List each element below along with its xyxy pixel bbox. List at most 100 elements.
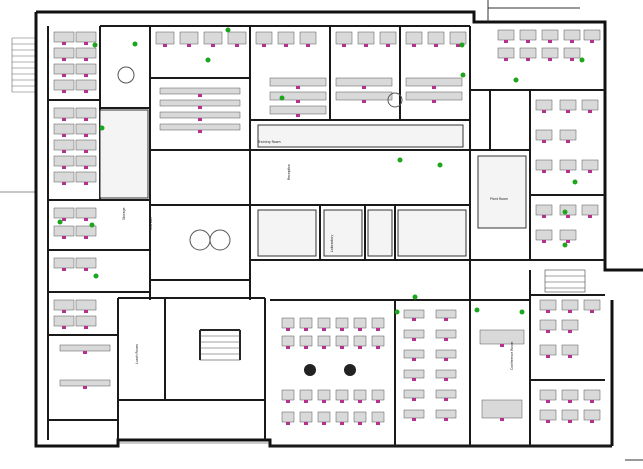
- chair-icon: [262, 44, 266, 47]
- round-table-icon: [344, 364, 356, 376]
- chair-icon: [412, 358, 416, 361]
- plant-icon: [89, 222, 95, 228]
- chair-icon: [444, 418, 448, 421]
- chair-icon: [62, 236, 66, 239]
- chair-icon: [306, 44, 310, 47]
- room-label: Conference Room: [510, 342, 514, 370]
- chair-icon: [84, 166, 88, 169]
- chair-icon: [542, 140, 546, 143]
- chair-icon: [84, 118, 88, 121]
- round-table-icon: [387, 92, 403, 108]
- chair-icon: [432, 100, 436, 103]
- chair-icon: [84, 134, 88, 137]
- chair-icon: [296, 86, 300, 89]
- plant-icon: [397, 157, 403, 163]
- chair-icon: [304, 346, 308, 349]
- round-table-icon: [304, 364, 316, 376]
- plant-icon: [562, 209, 568, 215]
- chair-icon: [376, 346, 380, 349]
- chair-icon: [304, 328, 308, 331]
- chair-icon: [322, 400, 326, 403]
- chair-icon: [444, 318, 448, 321]
- chair-icon: [568, 400, 572, 403]
- chair-icon: [62, 150, 66, 153]
- chair-icon: [304, 400, 308, 403]
- chair-icon: [198, 118, 202, 121]
- chair-icon: [542, 240, 546, 243]
- chair-icon: [500, 344, 504, 347]
- chair-icon: [444, 358, 448, 361]
- chair-icon: [84, 268, 88, 271]
- chair-icon: [412, 318, 416, 321]
- chair-icon: [84, 90, 88, 93]
- chair-icon: [84, 218, 88, 221]
- plant-icon: [474, 307, 480, 313]
- chair-icon: [198, 130, 202, 133]
- chair-icon: [364, 44, 368, 47]
- chair-icon: [84, 310, 88, 313]
- chair-icon: [286, 328, 290, 331]
- chair-icon: [211, 44, 215, 47]
- desk-cluster: [155, 31, 467, 131]
- chair-icon: [286, 346, 290, 349]
- chair-icon: [84, 74, 88, 77]
- chair-icon: [588, 170, 592, 173]
- chair-icon: [588, 110, 592, 113]
- chair-icon: [568, 355, 572, 358]
- chair-icon: [358, 400, 362, 403]
- chair-icon: [62, 118, 66, 121]
- chair-icon: [588, 215, 592, 218]
- chair-icon: [546, 310, 550, 313]
- plant-icon: [437, 162, 443, 168]
- room-label: Corridor: [149, 216, 153, 230]
- chair-icon: [568, 310, 572, 313]
- chair-icon: [546, 355, 550, 358]
- chair-icon: [322, 346, 326, 349]
- chair-icon: [546, 330, 550, 333]
- chair-icon: [444, 378, 448, 381]
- chair-icon: [84, 236, 88, 239]
- chair-icon: [376, 328, 380, 331]
- chair-icon: [548, 40, 552, 43]
- round-tables: [117, 66, 403, 376]
- chair-icon: [296, 114, 300, 117]
- chair-icon: [62, 90, 66, 93]
- chair-icon: [456, 44, 460, 47]
- chair-icon: [304, 422, 308, 425]
- chair-icon: [568, 330, 572, 333]
- chair-icon: [386, 44, 390, 47]
- chair-icon: [296, 100, 300, 103]
- chair-icon: [62, 166, 66, 169]
- desk-cluster: [497, 29, 601, 421]
- plant-icon: [513, 77, 519, 83]
- chair-icon: [412, 338, 416, 341]
- chair-icon: [570, 40, 574, 43]
- chair-icon: [542, 170, 546, 173]
- chair-icon: [376, 422, 380, 425]
- room-label: Lunch Room: [135, 344, 139, 364]
- chair-icon: [284, 44, 288, 47]
- chair-icon: [568, 420, 572, 423]
- chair-icon: [235, 44, 239, 47]
- chair-icon: [340, 328, 344, 331]
- chair-icon: [362, 100, 366, 103]
- chair-icon: [62, 134, 66, 137]
- chair-icon: [526, 40, 530, 43]
- chair-icon: [542, 110, 546, 113]
- chair-icon: [340, 422, 344, 425]
- room-label: Laboratory: [330, 235, 334, 252]
- chair-icon: [570, 58, 574, 61]
- room-label: Storage: [122, 207, 126, 220]
- corridor-rooms: [99, 109, 527, 257]
- chair-icon: [342, 44, 346, 47]
- chair-icon: [566, 140, 570, 143]
- plant-icon: [519, 309, 525, 315]
- chair-icon: [84, 58, 88, 61]
- plant-icon: [394, 309, 400, 315]
- desk-cluster: [59, 309, 525, 423]
- chair-icon: [566, 110, 570, 113]
- chair-icon: [163, 44, 167, 47]
- chair-icon: [412, 378, 416, 381]
- room-label: Plant Room: [490, 197, 508, 201]
- chair-icon: [84, 42, 88, 45]
